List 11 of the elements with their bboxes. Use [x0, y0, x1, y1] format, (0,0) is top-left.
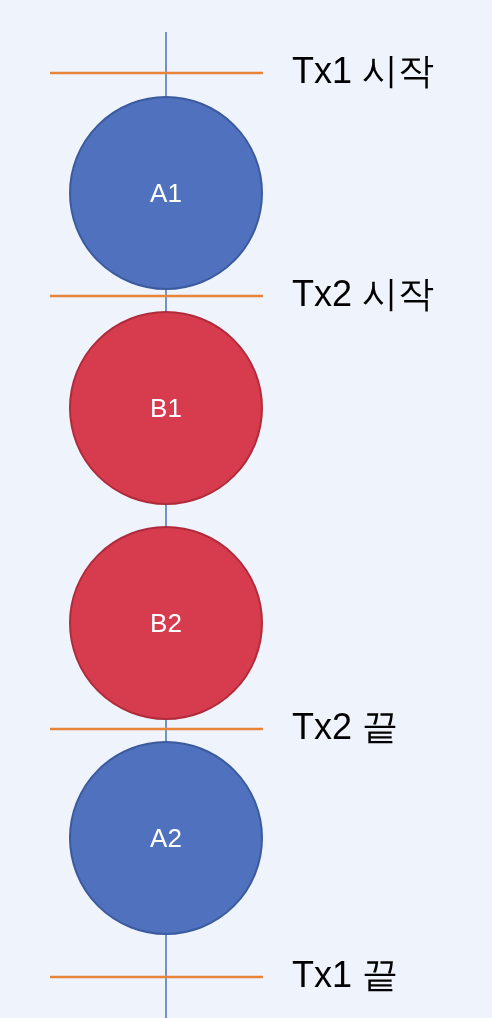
node-label: B2 — [150, 606, 182, 640]
marker-label: Tx2 시작 — [292, 276, 434, 312]
connector-line — [165, 289, 167, 312]
marker-label: Tx2 끝 — [292, 709, 398, 745]
connector-line — [165, 719, 167, 742]
marker-label: Tx1 시작 — [292, 53, 434, 89]
node-label: B1 — [150, 391, 182, 425]
node-label: A2 — [150, 821, 182, 855]
connector-line — [165, 504, 167, 527]
marker-label: Tx1 끝 — [292, 957, 398, 993]
node-label: A1 — [150, 176, 182, 210]
